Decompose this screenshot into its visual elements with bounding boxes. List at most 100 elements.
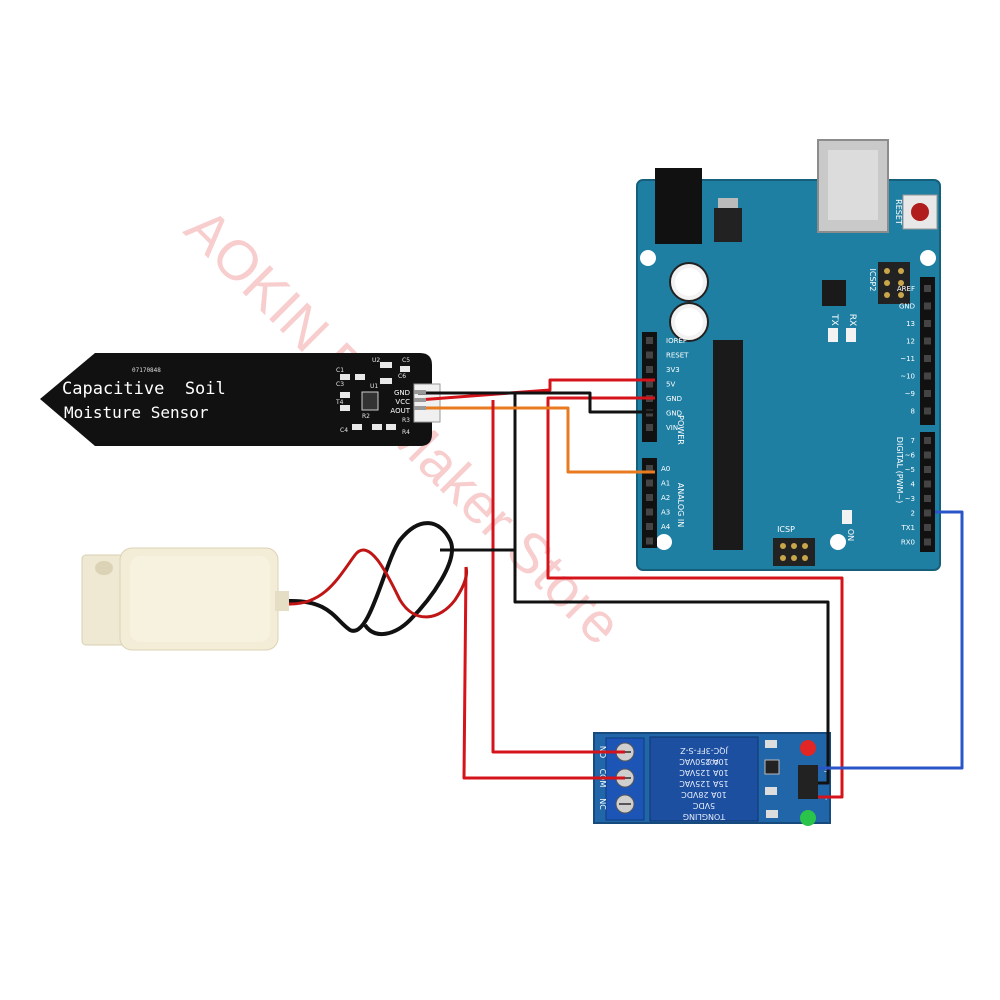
sensor-serial: 07170848 xyxy=(132,367,161,374)
rx-led-label: RX xyxy=(847,314,857,326)
digital-pin xyxy=(924,407,931,415)
digital-pin-label: ~5 xyxy=(905,466,915,474)
on-led-label: ON xyxy=(846,529,855,541)
sensor-part-label: C4 xyxy=(340,427,348,434)
power-pin-label: VIN xyxy=(666,424,678,432)
sensor-part-label: C3 xyxy=(336,381,344,388)
sensor-part-label: U2 xyxy=(372,357,380,364)
relay-cube-text: JQC-3FF-S-Z xyxy=(680,746,729,755)
relay-cube xyxy=(649,736,759,822)
analog-pin-label: A2 xyxy=(661,494,670,502)
digital-pin xyxy=(924,437,931,444)
digital-pin-label: ~3 xyxy=(905,495,915,503)
digital-pin xyxy=(924,538,931,546)
digital-pin xyxy=(924,495,931,502)
relay-power-led xyxy=(800,740,816,756)
icsp2-header xyxy=(878,262,910,304)
digital-pin xyxy=(924,337,931,345)
analog-pin-label: A4 xyxy=(661,523,671,531)
digital-pin xyxy=(924,355,931,362)
analog-pin xyxy=(646,523,653,530)
digital-pin-label: AREF xyxy=(897,285,915,293)
sensor-part-label: C1 xyxy=(336,367,344,374)
analog-pin xyxy=(646,508,653,516)
reset-label: RESET xyxy=(894,199,903,225)
sensor-pin-label: AOUT xyxy=(390,407,410,415)
usb-chip xyxy=(822,280,846,306)
digital-pin-label: ~9 xyxy=(905,390,915,398)
digital-pin-label: 12 xyxy=(906,338,915,346)
relay-status-led xyxy=(800,810,816,826)
wire-sensor-vcc xyxy=(417,378,655,402)
icsp-label: ICSP xyxy=(777,525,795,534)
dc-jack xyxy=(655,168,702,244)
relay-cube-text: TONGLING xyxy=(683,812,726,821)
relay-cube-text: 10A 250VAC xyxy=(679,757,729,766)
power-pin xyxy=(646,351,653,359)
sensor-part-label: R2 xyxy=(362,413,370,420)
digital-pin-label: ~10 xyxy=(900,373,915,381)
digital-pin xyxy=(924,451,931,459)
analog-pin xyxy=(646,537,653,545)
relay-cube-text: 10A 125VAC xyxy=(679,768,729,777)
sensor-connector xyxy=(413,383,441,423)
sensor-part-label: U1 xyxy=(370,383,378,390)
digital-pin xyxy=(924,372,931,380)
power-pin-label: GND xyxy=(666,395,682,403)
analog-header xyxy=(642,458,657,548)
power-pin-label: IOREF xyxy=(666,337,687,345)
terminal-nc-screw xyxy=(615,794,635,814)
analog-pin xyxy=(646,479,653,487)
digital-pin-label: ~11 xyxy=(900,355,915,363)
power-pin-label: 3V3 xyxy=(666,366,680,374)
power-pin xyxy=(646,337,653,344)
arduino-board: RESET ICSP2 TX RX ON ICSP xyxy=(636,139,941,571)
digital-pin-label: 7 xyxy=(911,437,915,445)
digital-pin-label: 8 xyxy=(911,408,915,416)
sensor-part-label: R4 xyxy=(402,429,410,436)
power-pin-label: 5V xyxy=(666,381,675,389)
sensor-part-label: T4 xyxy=(335,399,344,406)
analog-pin-label: A5 xyxy=(661,538,670,546)
voltage-regulator xyxy=(714,208,742,242)
digital-pin xyxy=(924,480,931,488)
relay-cube-text: 15A 125VAC xyxy=(679,779,729,788)
pump-twisted-cable-red xyxy=(288,548,469,619)
pump-twisted-cable-black xyxy=(288,521,454,636)
wire-gnd-relay xyxy=(513,391,830,785)
wire-supply-no xyxy=(491,400,625,754)
relay-cq-label: CQC xyxy=(705,758,718,765)
sensor-title-line1: Capacitive Soil xyxy=(62,379,226,399)
digital-pin xyxy=(924,390,931,397)
reset-button[interactable] xyxy=(902,194,938,230)
analog-group-label: ANALOG IN xyxy=(676,483,685,528)
power-group-label: POWER xyxy=(676,415,685,445)
wire-sensor-gnd xyxy=(418,391,655,414)
icsp2-label: ICSP2 xyxy=(868,269,877,292)
sensor-pin-label: GND xyxy=(394,389,410,397)
wire-5v-relay-vcc xyxy=(546,396,844,799)
digital-pin xyxy=(924,320,931,327)
sensor-components xyxy=(340,362,410,430)
digital-pin xyxy=(924,466,931,473)
digital-group-label: DIGITAL (PWM~) xyxy=(895,437,904,503)
relay-cube-text: 5VDC xyxy=(692,801,715,810)
relay-input-label: S xyxy=(824,766,829,774)
power-pin xyxy=(646,380,653,388)
digital-pin-label: 2 xyxy=(911,510,915,518)
sensor-title-line2: Moisture Sensor xyxy=(64,403,209,422)
power-pin-label: RESET xyxy=(666,352,689,360)
wires xyxy=(288,378,964,799)
sensor-connector-pins xyxy=(414,390,426,410)
digital-pin xyxy=(924,509,931,517)
relay-terminal-label: NC xyxy=(598,798,607,810)
digital-pin-label: TX1 xyxy=(900,524,915,532)
sensor-part-label: R3 xyxy=(402,417,410,424)
soil-moisture-sensor: 07170848 Capacitive Soil Moisture Sensor… xyxy=(40,353,441,446)
wire-pump-com xyxy=(462,566,625,780)
power-pin-label: GND xyxy=(666,410,682,418)
analog-pin xyxy=(646,494,653,501)
relay-cube-text: 10A 28VDC xyxy=(681,790,727,799)
